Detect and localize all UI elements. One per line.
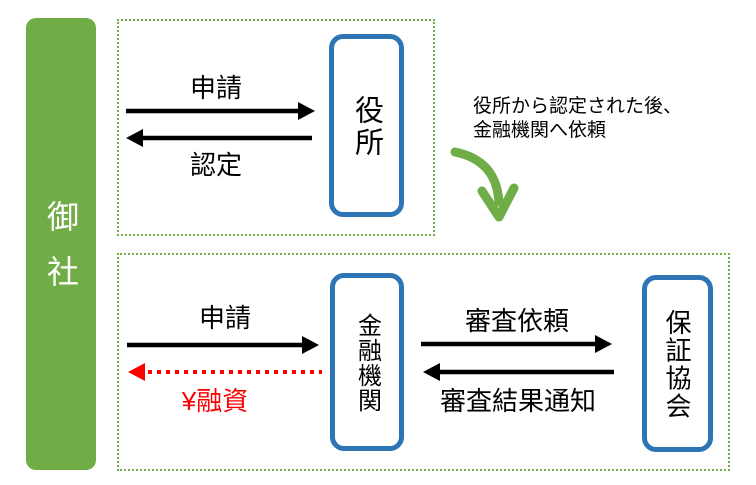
guarantee-association-box: 保証協会 xyxy=(642,275,713,452)
top-process-panel xyxy=(117,19,435,236)
financial-institution-box: 金融機関 xyxy=(330,273,404,451)
review-request-label: 審査依頼 xyxy=(464,306,570,336)
loan-label: ¥融資 xyxy=(181,386,249,416)
curved-down-arrow-icon xyxy=(450,147,519,222)
government-office-label: 役所 xyxy=(350,95,383,159)
approval-label: 認定 xyxy=(189,150,243,180)
company-box: 御社 xyxy=(26,18,96,470)
annotation-line2: 金融機関へ依頼 xyxy=(473,120,607,141)
government-office-box: 役所 xyxy=(329,34,404,217)
company-label: 御社 xyxy=(43,200,79,311)
annotation-note: 役所から認定された後、 金融機関へ依頼 xyxy=(473,95,682,143)
application-label-top: 申請 xyxy=(189,73,243,103)
bottom-process-panel xyxy=(117,253,730,471)
review-result-label: 審査結果通知 xyxy=(439,386,597,416)
annotation-line1: 役所から認定された後、 xyxy=(473,96,683,117)
financial-institution-label: 金融機関 xyxy=(353,312,381,413)
guarantee-association-label: 保証協会 xyxy=(662,308,692,421)
application-label-bottom: 申請 xyxy=(198,303,252,333)
